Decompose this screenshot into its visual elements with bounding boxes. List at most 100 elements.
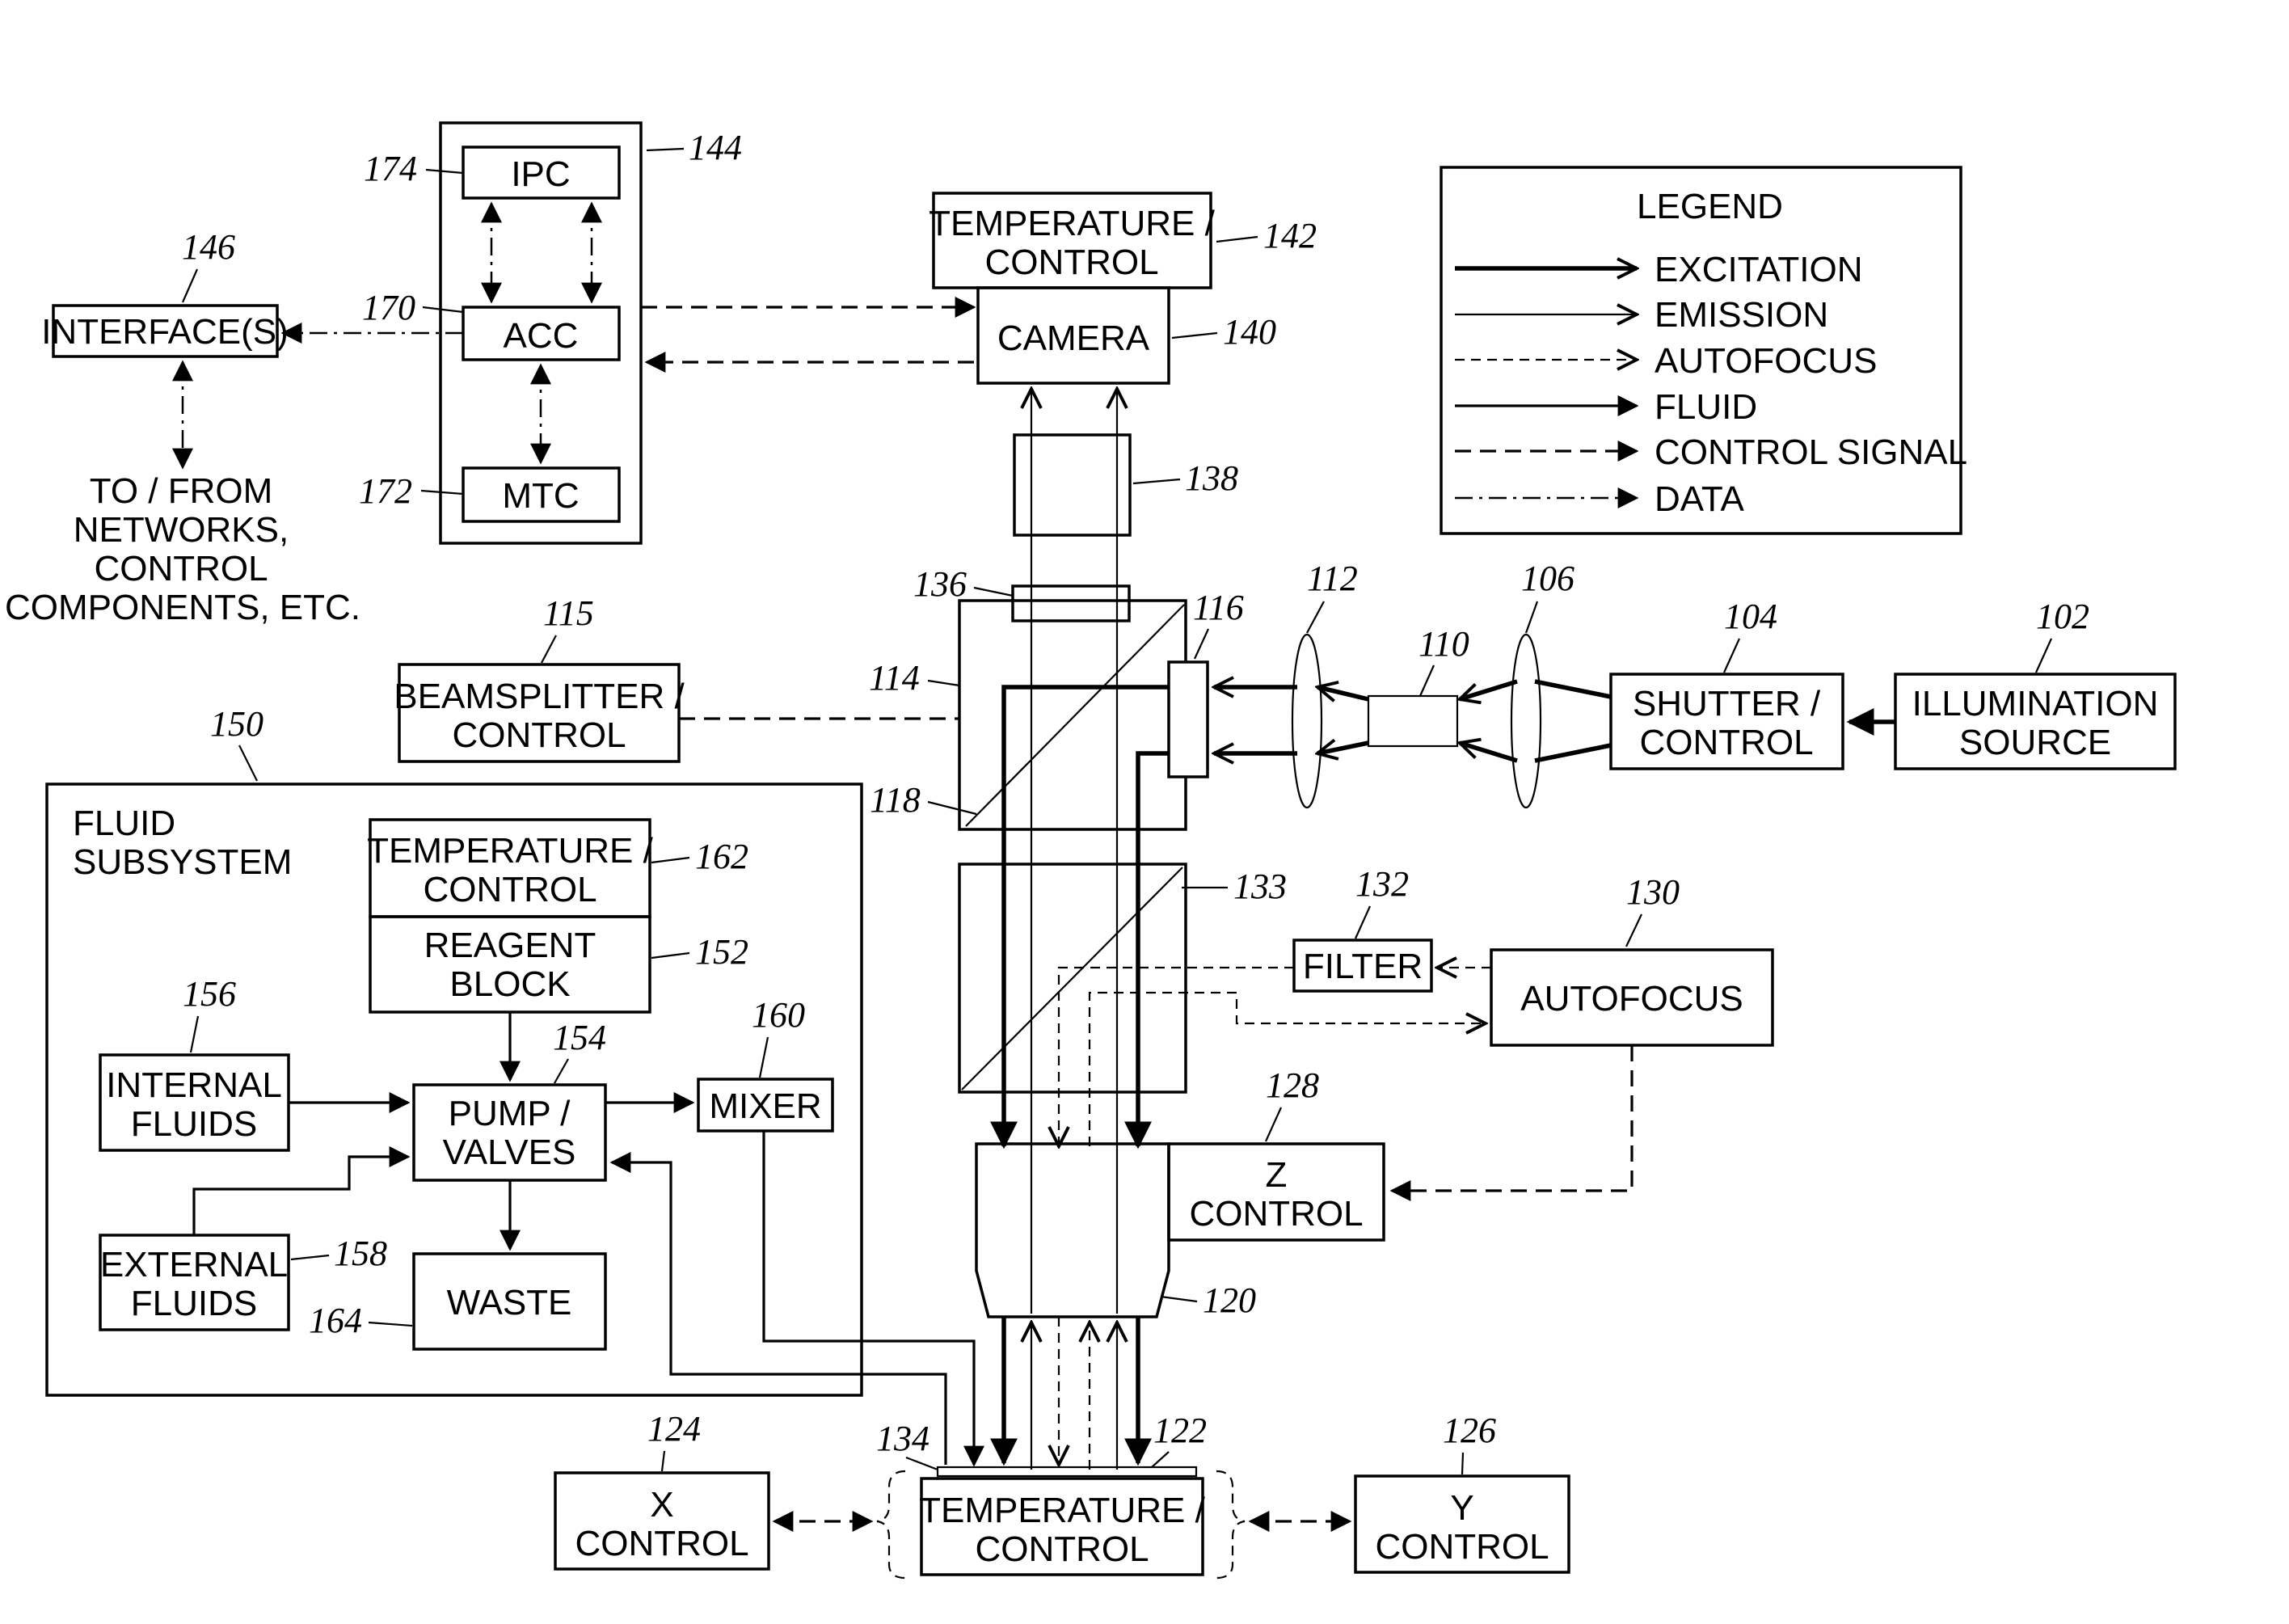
ref-124: 124 bbox=[647, 1409, 701, 1449]
filter-label: FILTER bbox=[1303, 947, 1423, 986]
filter-136-block bbox=[1013, 586, 1129, 621]
ipc-label: IPC bbox=[511, 154, 570, 194]
ref-140: 140 bbox=[1223, 312, 1276, 352]
networks-line-4: COMPONENTS, ETC. bbox=[5, 588, 360, 627]
leader-102 bbox=[2036, 639, 2051, 673]
leader-158 bbox=[291, 1255, 329, 1259]
camera-label: CAMERA bbox=[997, 318, 1150, 358]
ref-158: 158 bbox=[334, 1234, 387, 1273]
leader-115 bbox=[542, 635, 556, 663]
leader-110 bbox=[1420, 665, 1434, 696]
networks-line-3: CONTROL bbox=[94, 549, 268, 588]
illumination-line-2: SOURCE bbox=[1959, 723, 2111, 762]
flow-cell-122 bbox=[938, 1467, 1196, 1476]
leader-162 bbox=[651, 858, 689, 863]
leader-144 bbox=[647, 149, 684, 150]
leader-152 bbox=[651, 953, 689, 958]
leader-126 bbox=[1462, 1453, 1463, 1474]
leader-124 bbox=[662, 1451, 664, 1471]
ref-120: 120 bbox=[1203, 1280, 1256, 1320]
exc-tube-upper bbox=[1317, 687, 1368, 699]
leader-122 bbox=[1152, 1452, 1169, 1467]
camera-temp-line-1: TEMPERATURE / bbox=[929, 204, 1215, 243]
autofocus-label: AUTOFOCUS bbox=[1520, 979, 1743, 1019]
leader-112 bbox=[1307, 601, 1324, 633]
legend-control-label: CONTROL SIGNAL bbox=[1655, 432, 1967, 472]
ref-112: 112 bbox=[1307, 559, 1358, 598]
ref-172: 172 bbox=[359, 471, 412, 511]
stage-temp-line-1: TEMPERATURE / bbox=[919, 1491, 1205, 1530]
ref-146: 146 bbox=[182, 227, 235, 267]
z-control-line-1: Z bbox=[1266, 1155, 1288, 1195]
shutter-line-1: SHUTTER / bbox=[1633, 684, 1821, 723]
legend-excitation-label: EXCITATION bbox=[1655, 250, 1863, 289]
ref-134: 134 bbox=[876, 1419, 930, 1458]
ref-154: 154 bbox=[553, 1018, 606, 1057]
leader-154 bbox=[554, 1059, 568, 1083]
ref-114: 114 bbox=[869, 658, 920, 698]
external-line-1: EXTERNAL bbox=[100, 1245, 288, 1284]
leader-140 bbox=[1172, 333, 1217, 338]
networks-line-2: NETWORKS, bbox=[74, 510, 289, 550]
ref-164: 164 bbox=[309, 1301, 362, 1340]
leader-164 bbox=[369, 1322, 412, 1326]
ref-106: 106 bbox=[1521, 559, 1574, 598]
ref-128: 128 bbox=[1266, 1065, 1319, 1105]
illumination-line-1: ILLUMINATION bbox=[1912, 684, 2159, 723]
lens-106 bbox=[1511, 635, 1541, 808]
leader-138 bbox=[1133, 479, 1180, 483]
camera-temp-line-2: CONTROL bbox=[984, 243, 1158, 282]
internal-line-2: FLUIDS bbox=[131, 1104, 257, 1144]
leader-146 bbox=[183, 269, 197, 302]
leader-172 bbox=[421, 491, 463, 494]
fluid-external-to-pump bbox=[194, 1157, 408, 1235]
exc-lens106-lower bbox=[1460, 743, 1517, 761]
fluid-mixer-to-flowcell bbox=[764, 1131, 974, 1465]
ref-133: 133 bbox=[1233, 867, 1287, 906]
exc-down-right bbox=[1138, 753, 1168, 1146]
ref-122: 122 bbox=[1153, 1411, 1207, 1450]
fluid-subsystem-line-2: SUBSYSTEM bbox=[73, 842, 292, 882]
dichroic-cube-114 bbox=[959, 601, 1186, 829]
beamsplitter-line-1: BEAMSPLITTER / bbox=[394, 677, 685, 716]
ref-142: 142 bbox=[1263, 216, 1317, 255]
legend-fluid-label: FLUID bbox=[1655, 387, 1757, 427]
leader-120 bbox=[1161, 1297, 1197, 1301]
exc-down-left bbox=[1004, 687, 1168, 1146]
leader-118 bbox=[928, 802, 976, 814]
shutter-line-2: CONTROL bbox=[1639, 723, 1813, 762]
excitation-filter-116 bbox=[1169, 662, 1208, 777]
ref-160: 160 bbox=[752, 995, 805, 1035]
dichroic-mirror-118 bbox=[966, 605, 1184, 826]
mtc-label: MTC bbox=[502, 476, 579, 516]
leader-104 bbox=[1724, 639, 1739, 673]
ref-132: 132 bbox=[1355, 864, 1409, 904]
networks-line-1: TO / FROM bbox=[90, 471, 273, 511]
ref-130: 130 bbox=[1626, 872, 1680, 912]
reagent-line-1: REAGENT bbox=[424, 926, 596, 965]
ref-144: 144 bbox=[689, 128, 742, 167]
leader-106 bbox=[1526, 601, 1537, 633]
leader-150 bbox=[239, 745, 257, 781]
mixer-label: MIXER bbox=[709, 1086, 821, 1126]
leader-174 bbox=[426, 170, 463, 173]
fluid-subsystem-line-1: FLUID bbox=[73, 804, 175, 843]
ref-104: 104 bbox=[1724, 597, 1777, 636]
ref-102: 102 bbox=[2036, 597, 2089, 636]
x-control-line-1: X bbox=[650, 1485, 673, 1525]
leader-116 bbox=[1195, 629, 1208, 659]
waste-label: WASTE bbox=[447, 1283, 572, 1322]
leader-142 bbox=[1216, 237, 1258, 242]
ref-115: 115 bbox=[543, 593, 594, 633]
ref-116: 116 bbox=[1193, 588, 1244, 627]
ref-152: 152 bbox=[695, 932, 748, 972]
interface-label: INTERFACE(S) bbox=[41, 312, 289, 352]
ref-138: 138 bbox=[1185, 458, 1238, 498]
af-filter-to-objective bbox=[1059, 968, 1294, 1146]
legend-autofocus-label: AUTOFOCUS bbox=[1655, 341, 1877, 381]
leader-114 bbox=[928, 681, 959, 685]
stage-bracket-right bbox=[1216, 1471, 1245, 1578]
ref-126: 126 bbox=[1443, 1411, 1496, 1450]
